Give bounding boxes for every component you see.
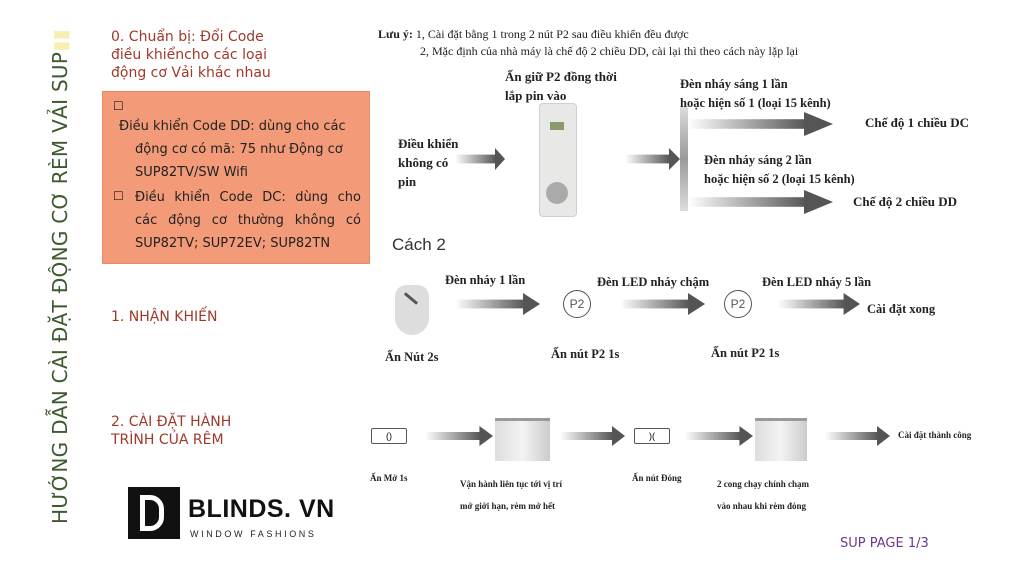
receiver-device-image xyxy=(539,103,577,217)
step2-caption: Ấn nút P2 1s xyxy=(551,347,620,361)
section0-title-line: động cơ Vải khác nhau xyxy=(111,65,271,81)
travel-success-label: Cài đặt thành công xyxy=(898,430,972,440)
arrow-icon xyxy=(455,148,505,170)
item2-text: Điều khiển Code DC: dùng cho xyxy=(135,190,361,205)
mode-dd-label: Chế độ 2 chiều DD xyxy=(853,194,958,209)
arrow1-label: Đèn nháy 1 lần xyxy=(445,273,526,287)
arrow2-label: Đèn LED nháy chậm xyxy=(597,275,710,289)
logo-tagline: WINDOW FASHIONS xyxy=(190,529,317,539)
arrow-icon xyxy=(560,426,625,446)
section2-title-line: TRÌNH CỦA RÊM xyxy=(111,432,224,448)
open-button-icon: () xyxy=(371,428,407,444)
item1-text: Điều khiển Code DD: dùng cho các xyxy=(119,119,346,134)
arrow3-label: Đèn LED nháy 5 lần xyxy=(762,275,872,289)
logo-mark xyxy=(128,487,180,539)
checkbox-icon: ☐ xyxy=(113,99,124,113)
close-button-icon: )( xyxy=(634,428,670,444)
p2-button-icon: P2 xyxy=(563,290,591,318)
note-line-2: 2, Mặc định của nhà máy là chế độ 2 chiề… xyxy=(420,44,799,58)
section2-title-line: 2. CÀI ĐẶT HÀNH xyxy=(111,414,232,430)
section1-title: 1. NHẬN KHIẾN xyxy=(111,309,218,325)
remote-image xyxy=(395,285,429,335)
note-line-1: Lưu ý: 1, Cài đặt bằng 1 trong 2 nút P2 … xyxy=(378,27,689,41)
close-caption: Ấn nút Đóng xyxy=(632,473,682,483)
section0-title: 0. Chuẩn bị: Đổi Code điều khiểncho các … xyxy=(111,28,271,82)
arrow-icon xyxy=(425,426,493,446)
logo-brand: BLINDS. VN xyxy=(188,495,335,523)
arrow-icon xyxy=(825,426,890,446)
arrow-icon xyxy=(778,293,860,315)
arrow-icon xyxy=(620,293,705,315)
item2-text: các động cơ thường không có xyxy=(135,213,361,228)
step3-caption: Ấn nút P2 1s xyxy=(711,346,780,360)
arrow-icon xyxy=(625,148,680,170)
page-number: SUP PAGE 1/3 xyxy=(840,536,929,551)
arrow-icon xyxy=(688,190,833,214)
p2-button-icon: P2 xyxy=(724,290,752,318)
code-info-box: ☐ Điều khiển Code DD: dùng cho các động … xyxy=(102,91,370,264)
checkbox-icon: ☐ xyxy=(113,189,124,203)
mode-dc-label: Chế độ 1 chiều DC xyxy=(865,115,970,130)
arrow-icon xyxy=(685,426,753,446)
section2-title: 2. CÀI ĐẶT HÀNH TRÌNH CỦA RÊM xyxy=(111,413,231,449)
curtain-closed-image xyxy=(755,418,807,461)
step1-caption: Ấn Nút 2s xyxy=(385,350,439,364)
section0-title-line: điều khiểncho các loại xyxy=(111,47,268,63)
arrow-icon xyxy=(688,112,833,136)
item2-text: SUP82TV; SUP72EV; SUP82TN xyxy=(135,236,331,251)
vertical-title: HƯỚNG DẪN CÀI ĐẶT ĐỘNG CƠ RÈM VẢI SUP▮▮ xyxy=(48,29,72,524)
item1-text: động cơ có mã: 75 như Động cơ xyxy=(135,142,343,157)
arrow-icon xyxy=(455,293,540,315)
method2-title: Cách 2 xyxy=(392,235,446,254)
setup-done-label: Cài đặt xong xyxy=(867,302,936,316)
curtain-open-image xyxy=(495,418,550,461)
section0-title-line: 0. Chuẩn bị: Đổi Code xyxy=(111,29,264,45)
item1-text: SUP82TV/SW Wifi xyxy=(135,165,248,180)
branch-bar xyxy=(680,106,688,211)
open-caption: Ấn Mở 1s xyxy=(370,473,408,483)
